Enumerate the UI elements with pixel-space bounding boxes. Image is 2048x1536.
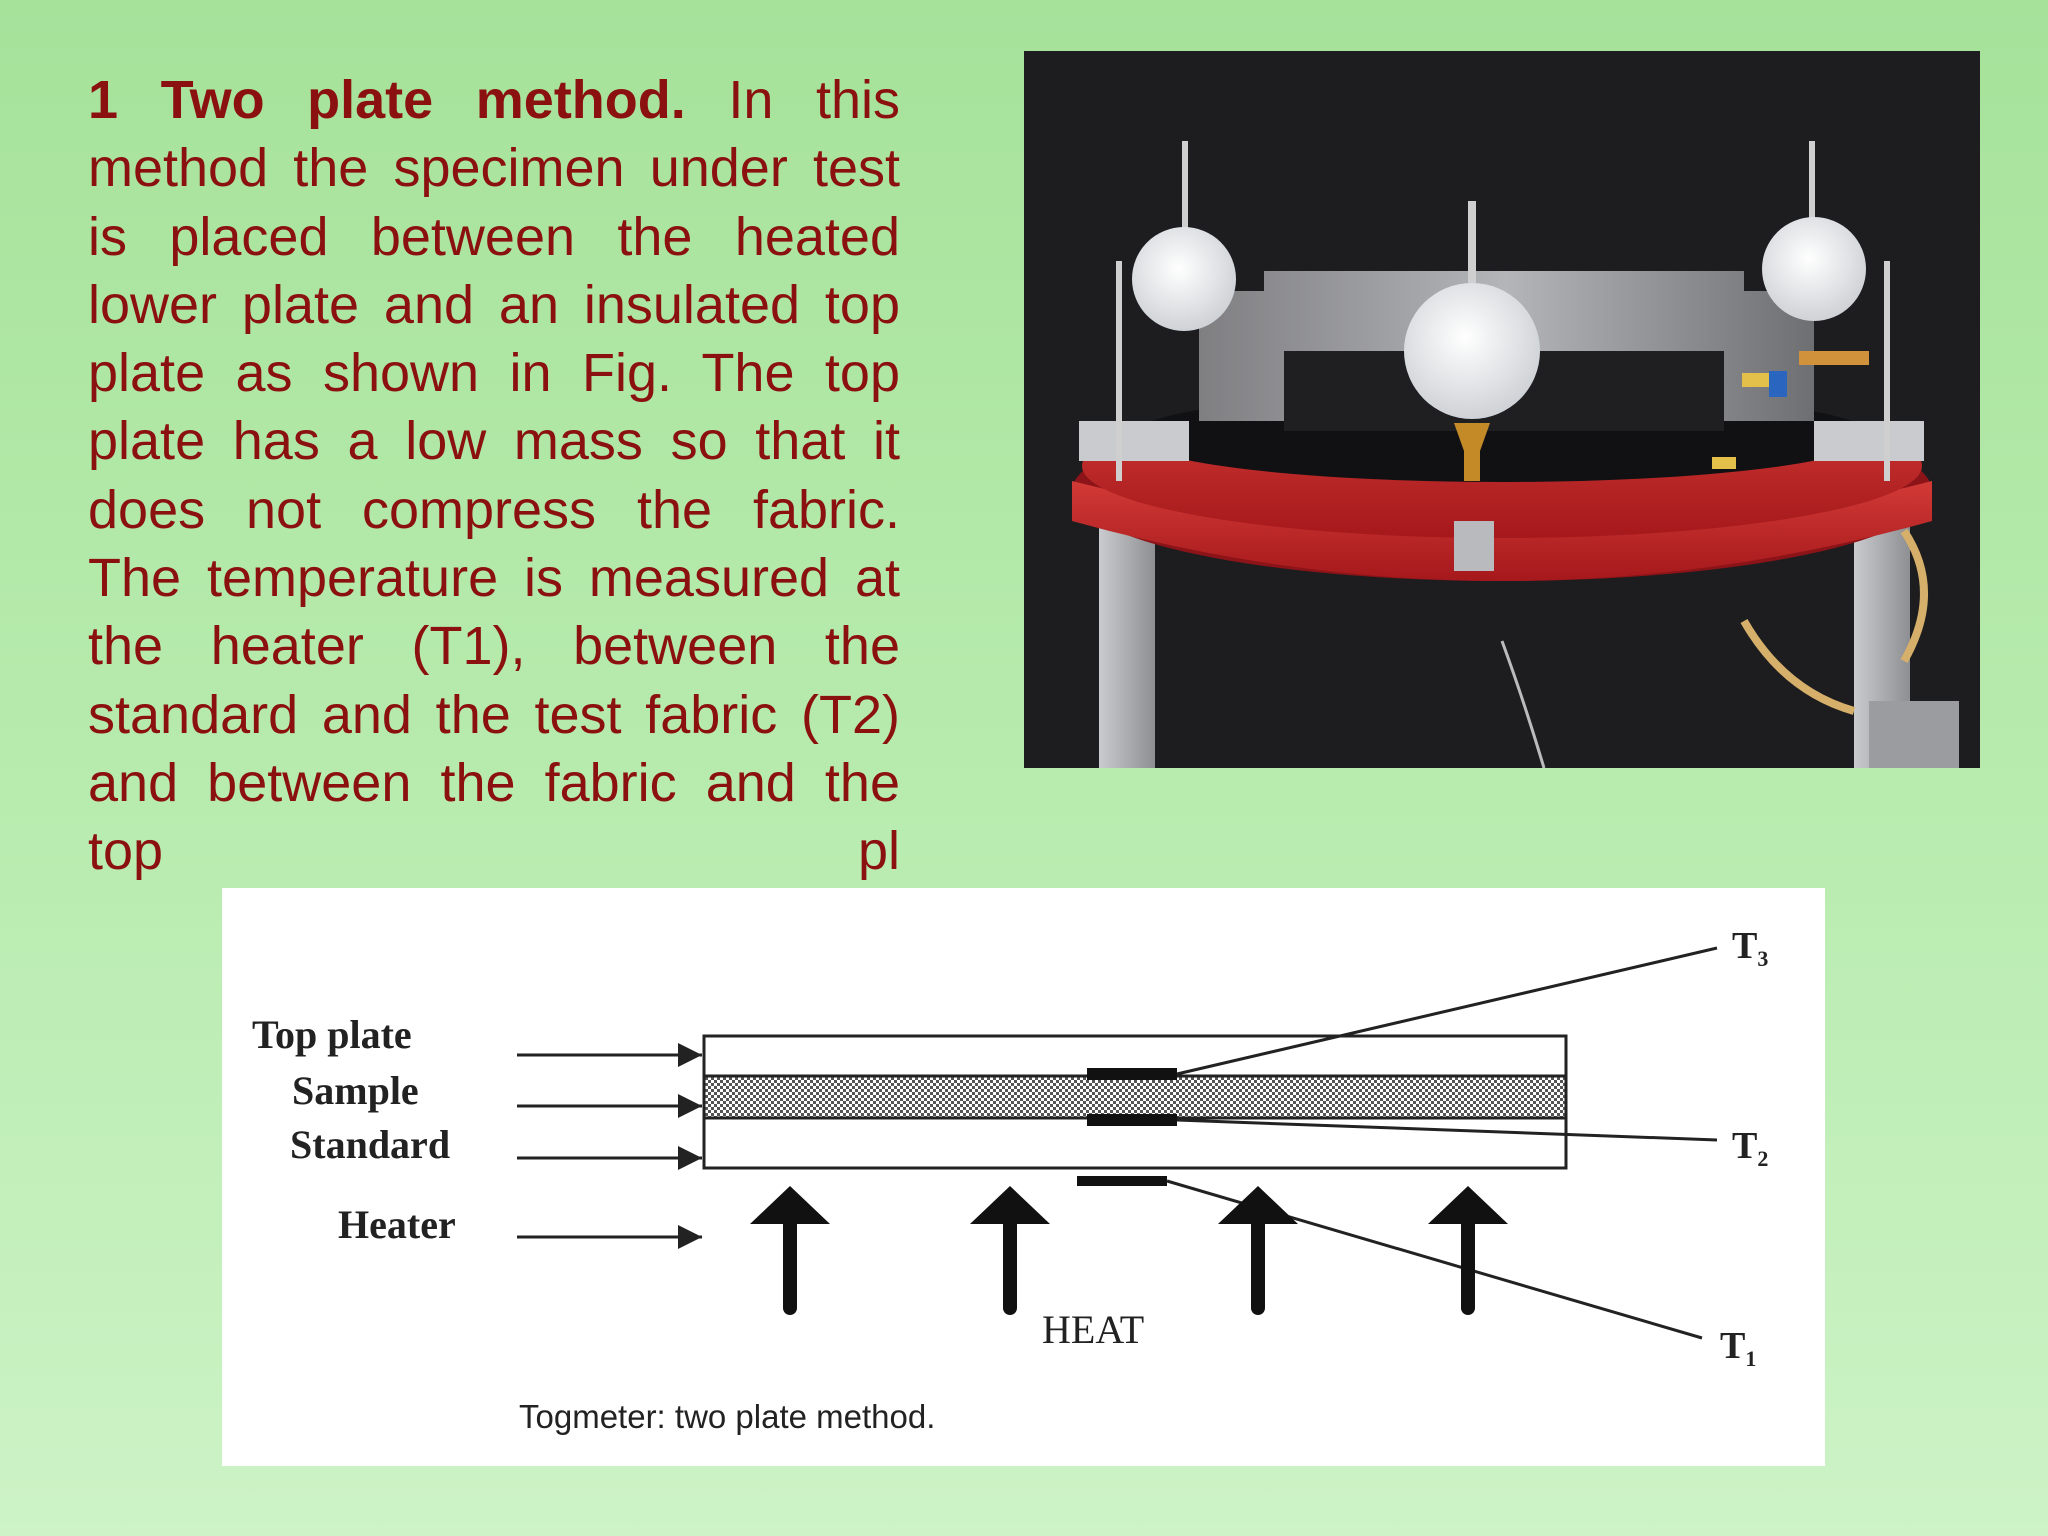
- slide-paragraph: In this method the specimen under test i…: [88, 70, 900, 882]
- slide-heading: 1 Two plate method.: [88, 70, 686, 130]
- diagram-svg: Top plate Sample Standard Heater T3 T2 T…: [252, 925, 1768, 1435]
- body-text: 1 Two plate method. In this method the s…: [88, 66, 900, 886]
- sensor-pad-t2: [1087, 1114, 1177, 1126]
- label-top-plate: Top plate: [252, 1012, 412, 1057]
- sensor-label-t1: T1: [1720, 1325, 1756, 1371]
- sample-layer: [702, 1074, 1568, 1120]
- two-plate-diagram: Top plate Sample Standard Heater T3 T2 T…: [222, 888, 1825, 1466]
- heat-arrow-4: [1428, 1186, 1508, 1315]
- heat-arrow-3: [1218, 1186, 1298, 1315]
- togmeter-apparatus-photo: [1024, 51, 1980, 768]
- heat-arrow-2: [970, 1186, 1050, 1315]
- sensor-label-t2: T2: [1732, 1125, 1768, 1171]
- sensor-label-t3: T3: [1732, 925, 1768, 971]
- dial-gauge-left: [1132, 227, 1236, 331]
- apparatus-photo: [1024, 51, 1980, 768]
- heat-arrow-1: [750, 1186, 830, 1315]
- heat-label: HEAT: [1042, 1307, 1144, 1352]
- dial-gauge-right: [1762, 217, 1866, 321]
- label-standard: Standard: [290, 1122, 450, 1167]
- lead-t3: [1176, 946, 1718, 1076]
- sensor-pad-t3: [1087, 1068, 1177, 1080]
- label-heater: Heater: [338, 1202, 456, 1247]
- diagram-caption: Togmeter: two plate method.: [519, 1398, 935, 1435]
- label-sample: Sample: [292, 1068, 419, 1113]
- lead-t2: [1176, 1118, 1718, 1142]
- sensor-pad-t1: [1077, 1176, 1167, 1186]
- dial-gauge-center: [1404, 283, 1540, 419]
